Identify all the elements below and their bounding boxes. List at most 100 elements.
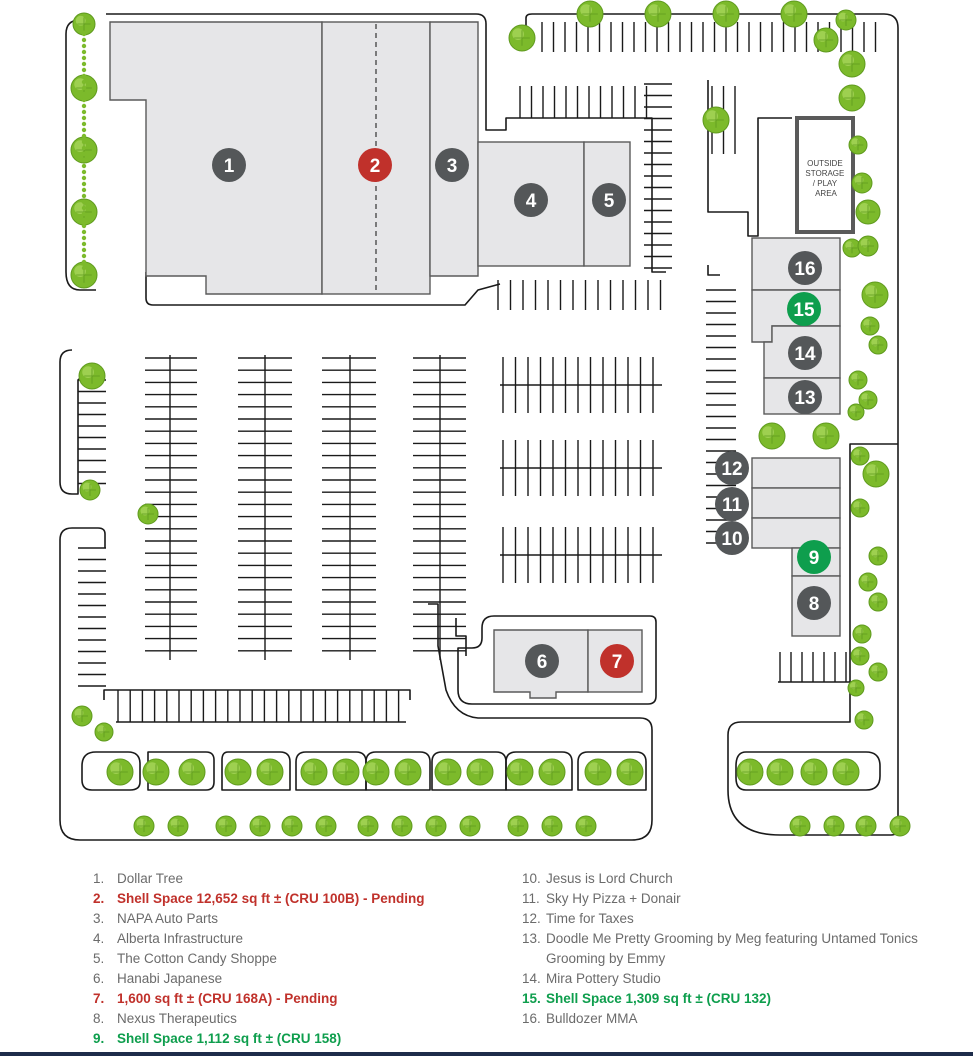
unit-marker-7[interactable]: 7	[600, 644, 634, 678]
tree-icon	[71, 705, 93, 727]
tree-icon	[852, 624, 872, 644]
unit-marker-number: 8	[809, 594, 820, 615]
hedge-dot	[81, 127, 87, 133]
unit-marker-2[interactable]: 2	[358, 148, 392, 182]
unit-marker-number: 7	[612, 652, 623, 673]
tree-icon	[506, 758, 534, 786]
unit-marker-3[interactable]: 3	[435, 148, 469, 182]
hedge-dot	[81, 187, 87, 193]
unit-marker-number: 14	[794, 344, 816, 365]
tree-icon	[858, 572, 878, 592]
hedge-dot	[81, 247, 87, 253]
legend-item: 5.The Cotton Candy Shoppe	[93, 949, 513, 969]
tree-icon	[823, 815, 845, 837]
hedge-dot	[81, 67, 87, 73]
unit-6-7-island	[457, 615, 657, 705]
legend-item-text: Shell Space 1,309 sq ft ± (CRU 132)	[546, 991, 771, 1006]
unit-marker-15[interactable]: 15	[787, 292, 821, 326]
tree-icon	[391, 815, 413, 837]
unit-marker-14[interactable]: 14	[788, 336, 822, 370]
legend-item: 6.Hanabi Japanese	[93, 969, 513, 989]
legend-item-number: 1.	[93, 871, 105, 886]
tree-icon	[434, 758, 462, 786]
hedge-dot	[81, 205, 87, 211]
legend-item-number: 5.	[93, 951, 105, 966]
unit-marker-5[interactable]: 5	[592, 183, 626, 217]
tree-icon	[357, 815, 379, 837]
north-building-rear-curb	[145, 272, 501, 306]
curb-lines	[59, 13, 899, 841]
tree-icon	[800, 758, 828, 786]
tree-icon	[224, 758, 252, 786]
hedge-dot	[81, 169, 87, 175]
hedge-dot	[81, 43, 87, 49]
legend-item-text: Jesus is Lord Church	[546, 871, 673, 886]
unit-marker-number: 3	[447, 156, 458, 177]
legend-item: 8.Nexus Therapeutics	[93, 1009, 513, 1029]
legend-item-text: Bulldozer MMA	[546, 1011, 638, 1026]
hedge-dot	[81, 163, 87, 169]
southwest-lot-edge	[59, 527, 653, 841]
tree-icon	[300, 758, 328, 786]
legend-left-column: 1. Dollar Tree 2.Shell Space 12,652 sq ft …	[93, 869, 513, 1049]
tree-icon	[142, 758, 170, 786]
tree-icon	[868, 592, 888, 612]
tree-icon	[362, 758, 390, 786]
legend-item: 14.Mira Pottery Studio	[522, 969, 962, 989]
hedge-dot	[81, 265, 87, 271]
unit-marker-6[interactable]: 6	[525, 644, 559, 678]
unit-marker-4[interactable]: 4	[514, 183, 548, 217]
tree-icon	[106, 758, 134, 786]
parking-stalls	[78, 22, 877, 723]
hedge-dot	[81, 181, 87, 187]
tree-icon	[835, 9, 857, 31]
building-outside-storage	[795, 116, 855, 234]
unit-marker-12[interactable]: 12	[715, 451, 749, 485]
unit-marker-13[interactable]: 13	[788, 380, 822, 414]
legend-item-number: 14.	[522, 971, 541, 986]
legend-item: 2.Shell Space 12,652 sq ft ± (CRU 100B) …	[93, 889, 513, 909]
tree-icon	[862, 460, 890, 488]
parking-island-9	[735, 751, 881, 791]
hedge-dot	[81, 253, 87, 259]
legend-item-number: 12.	[522, 911, 541, 926]
hedge-dot	[81, 73, 87, 79]
legend-item-number: 4.	[93, 931, 105, 946]
hedge-dot	[81, 175, 87, 181]
unit-marker-number: 16	[794, 259, 815, 280]
outside-storage-line-1: OUTSIDE	[807, 159, 843, 168]
unit-marker-9[interactable]: 9	[797, 540, 831, 574]
hedge-dot	[81, 199, 87, 205]
tree-icon	[178, 758, 206, 786]
unit-marker-16[interactable]: 16	[788, 251, 822, 285]
hedge-dot	[81, 79, 87, 85]
tree-icon	[832, 758, 860, 786]
unit-marker-circle	[592, 183, 626, 217]
hedge-dot	[81, 97, 87, 103]
hedge-dot	[81, 31, 87, 37]
tree-icon	[394, 758, 422, 786]
tree-icon	[855, 199, 881, 225]
legend-item: 3.NAPA Auto Parts	[93, 909, 513, 929]
tree-icon	[850, 446, 870, 466]
unit-marker-circle	[600, 644, 634, 678]
unit-marker-number: 10	[721, 529, 742, 550]
east-service-lane	[707, 265, 720, 276]
unit-marker-1[interactable]: 1	[212, 148, 246, 182]
unit-marker-11[interactable]: 11	[715, 487, 749, 521]
unit-marker-circle	[212, 148, 246, 182]
tree-icon	[848, 370, 868, 390]
outside-storage-label: OUTSIDE STORAGE / PLAY AREA	[805, 159, 846, 198]
unit-marker-8[interactable]: 8	[797, 586, 831, 620]
unit-marker-10[interactable]: 10	[715, 521, 749, 555]
legend-item-text: Dollar Tree	[117, 871, 184, 886]
unit-marker-circle	[797, 540, 831, 574]
parking-island-8	[577, 751, 647, 791]
legend-item-number: 15.	[522, 991, 541, 1006]
hedge-dot	[81, 55, 87, 61]
tree-icon	[508, 24, 536, 52]
tree-icon	[712, 0, 740, 28]
hedge-dot	[81, 223, 87, 229]
tree-icon	[256, 758, 284, 786]
